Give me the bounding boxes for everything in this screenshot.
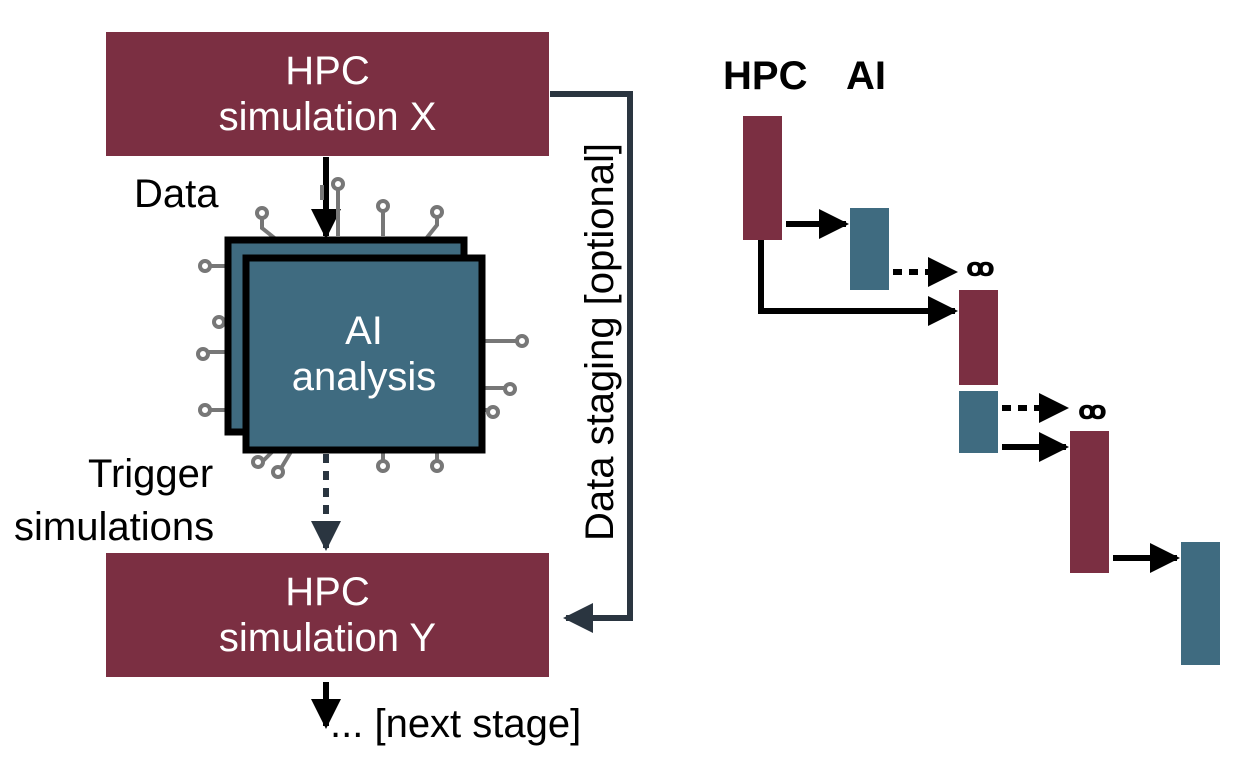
hpc-simulation-x-line1: HPC	[285, 49, 370, 93]
trigger-symbol-1: ꝏ	[966, 252, 995, 282]
timeline-header-hpc: HPC	[723, 54, 808, 98]
timeline-arrows	[758, 209, 1180, 573]
hpc-simulation-y-line1: HPC	[285, 570, 370, 614]
timeline-ai-1	[850, 208, 889, 290]
hpc-simulation-y-label: HPC simulation Y	[106, 569, 549, 661]
data-staging-label: Data staging [optional]	[578, 142, 622, 542]
hpc-simulation-y-box	[106, 553, 549, 677]
hpc-simulation-x-line2: simulation X	[218, 95, 437, 139]
timeline-hpc-3	[1070, 431, 1109, 573]
trigger-symbol-2: ꝏ	[1078, 395, 1107, 425]
trigger-label-line1: Trigger	[88, 452, 214, 496]
next-stage-label: ... [next stage]	[330, 702, 582, 746]
hpc-simulation-y-line2: simulation Y	[218, 616, 437, 660]
data-staging-line	[550, 91, 633, 633]
timeline-hpc-1	[743, 116, 782, 240]
ai-chip-front	[242, 254, 486, 454]
hpc-simulation-x-box	[106, 32, 549, 156]
ai-analysis-line2: analysis	[291, 355, 437, 399]
ai-analysis-label: AI analysis	[246, 308, 482, 400]
timeline-ai-3	[1181, 542, 1220, 665]
chip-circuit-pins	[196, 177, 529, 479]
ai-analysis-line1: AI	[345, 309, 383, 353]
hpc-simulation-x-label: HPC simulation X	[106, 48, 549, 140]
trigger-label-line2: simulations	[14, 505, 215, 549]
timeline-hpc-2	[959, 290, 998, 385]
timeline-ai-2	[959, 391, 998, 453]
timeline-header-ai: AI	[846, 54, 886, 98]
data-label: Data	[134, 172, 219, 216]
